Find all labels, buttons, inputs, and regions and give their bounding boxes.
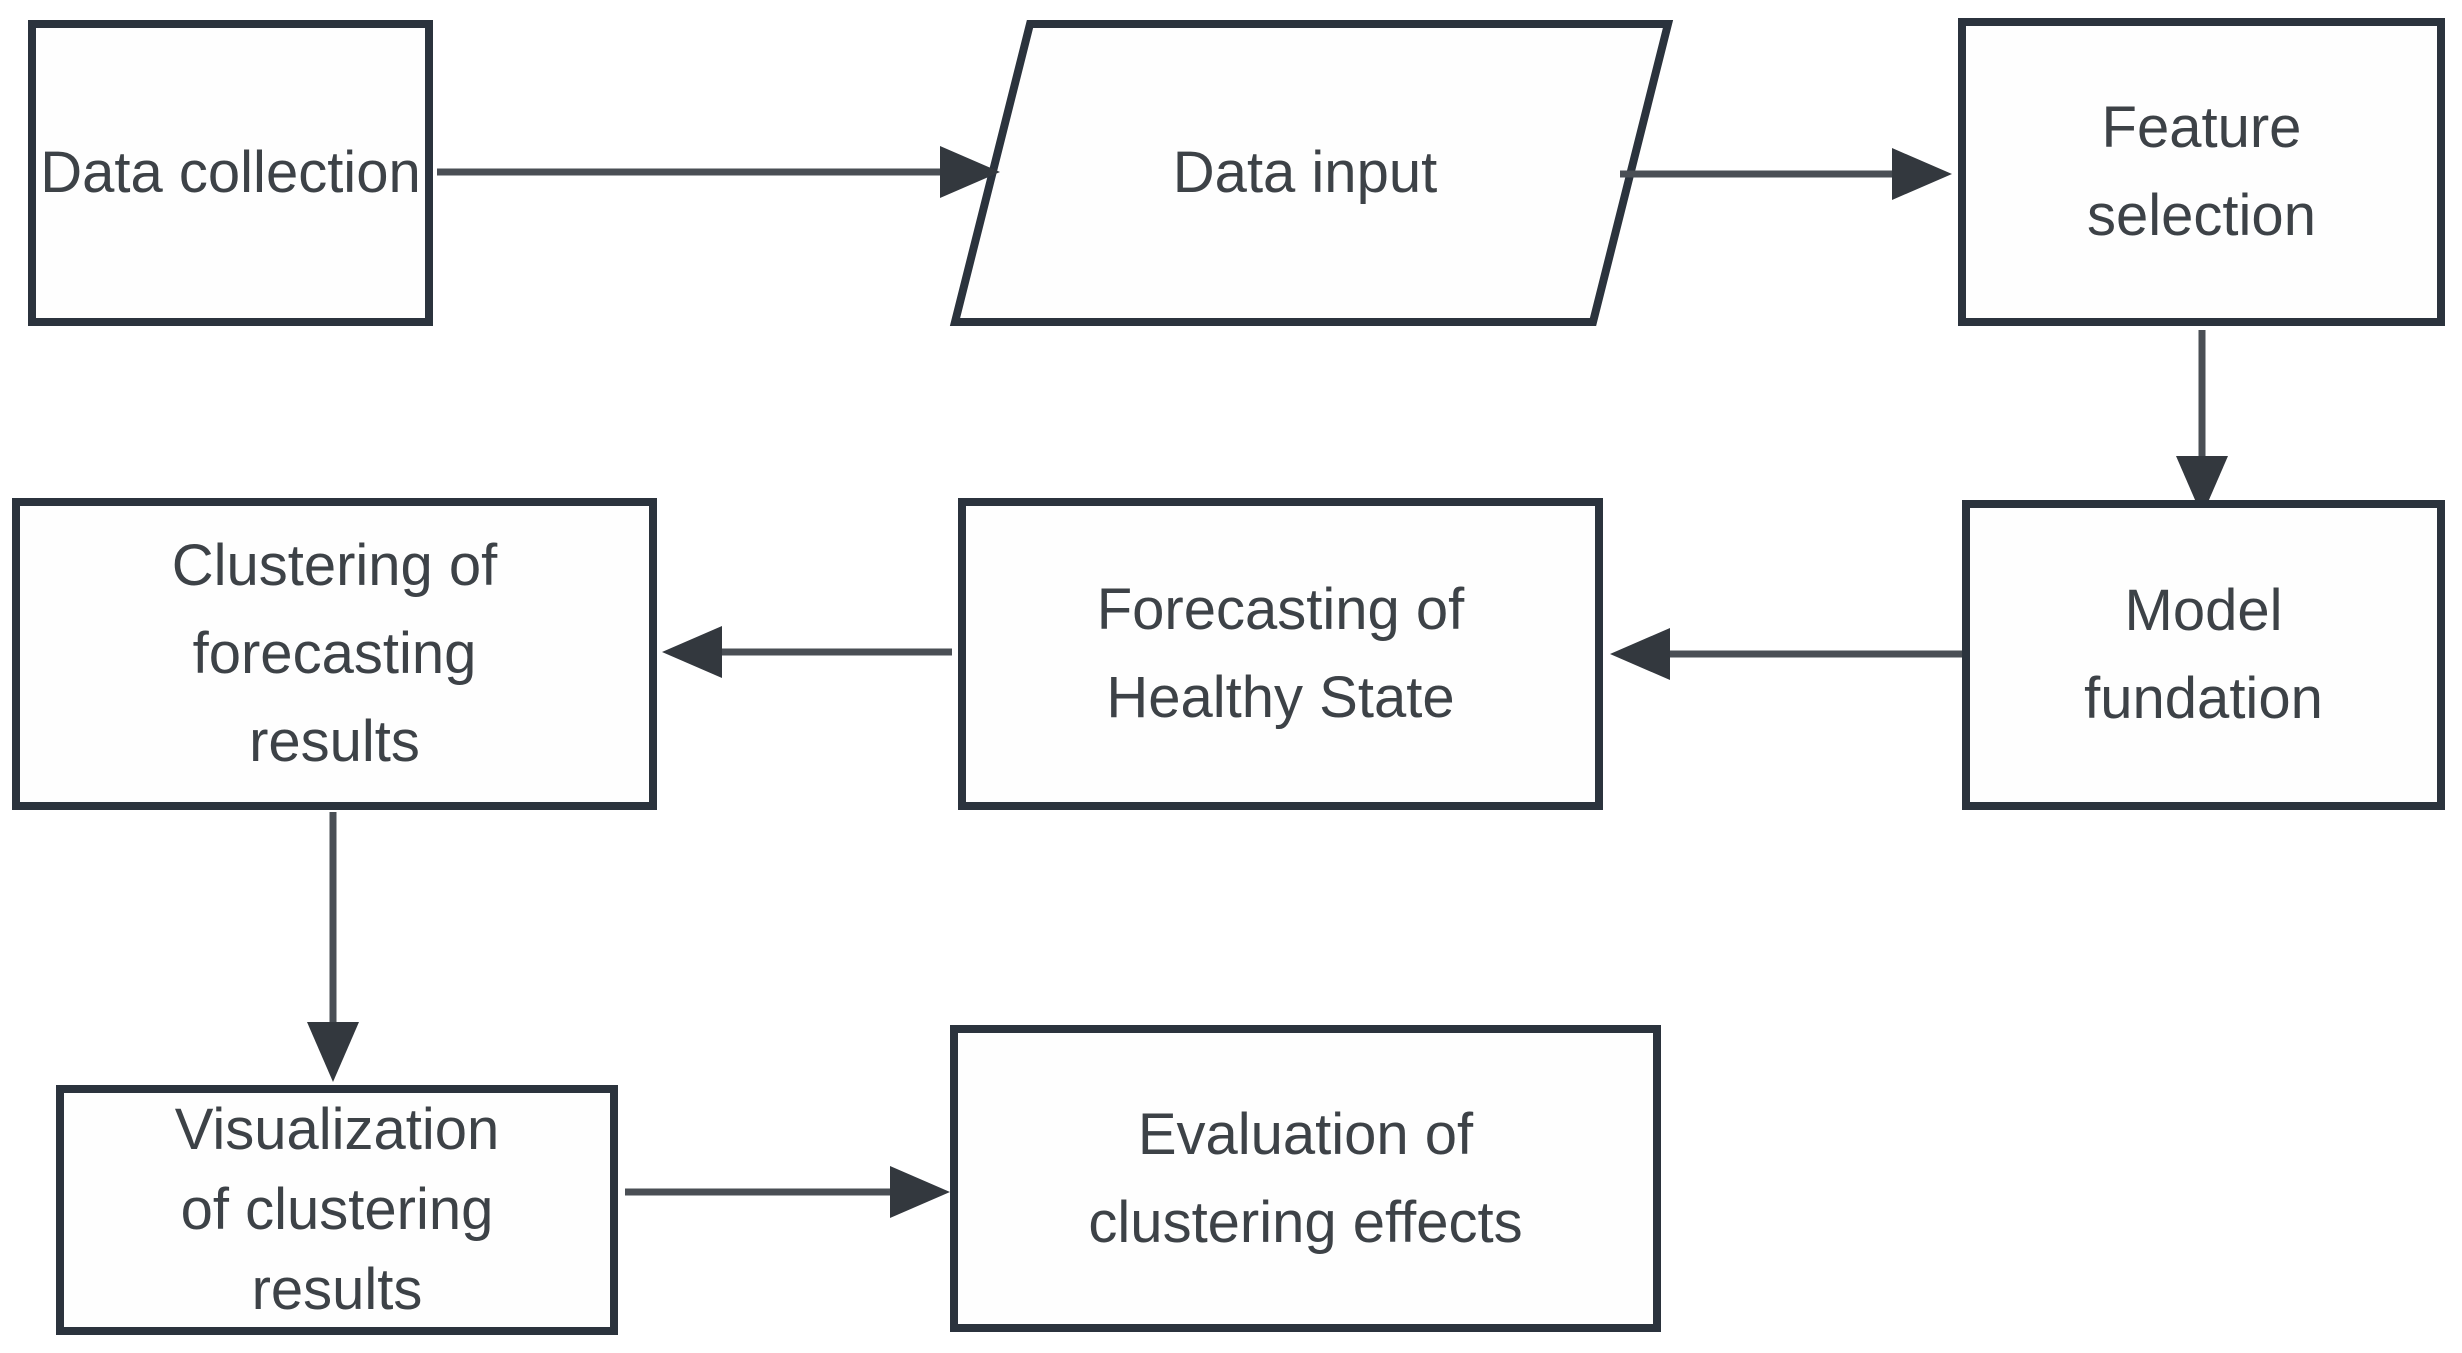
node-data-input-line: Data input (1172, 140, 1438, 205)
node-feature-selection-line: selection (2087, 183, 2316, 248)
node-data-collection-line: Data collection (40, 140, 421, 205)
arrowhead-left-icon (1610, 628, 1670, 680)
node-forecasting-line: Healthy State (1106, 665, 1455, 730)
node-forecasting-healthy-state-label: Forecasting of Healthy State (1097, 566, 1465, 742)
node-feature-selection-line: Feature (2101, 95, 2302, 160)
node-model-fundation-label: Model fundation (2084, 567, 2323, 743)
node-evaluation-line: Evaluation of (1137, 1101, 1474, 1167)
node-evaluation-clustering-effects-label: Evaluation of clustering effects (1088, 1091, 1522, 1267)
arrowhead-down-icon (307, 1022, 359, 1082)
node-evaluation-line: clustering effects (1088, 1189, 1523, 1255)
edge-data-collection-to-data-input (437, 146, 1000, 198)
node-visualization-clustering-results-label: Visualization of clustering results (175, 1090, 500, 1330)
node-visualization-line: Visualization (174, 1097, 500, 1162)
edge-data-input-to-feature-selection (1620, 148, 1952, 200)
node-model-fundation: Model fundation (1962, 500, 2445, 810)
node-evaluation-clustering-effects: Evaluation of clustering effects (950, 1025, 1661, 1332)
edge-visualization-to-evaluation (625, 1166, 950, 1218)
edge-feature-selection-to-model-fundation (2176, 330, 2228, 516)
node-clustering-line: forecasting (192, 621, 477, 686)
edge-forecasting-to-clustering (662, 626, 952, 678)
node-data-collection-label: Data collection (40, 129, 420, 217)
node-clustering-forecasting-results-label: Clustering of forecasting results (172, 522, 498, 786)
arrowhead-right-icon (940, 146, 1000, 198)
arrowhead-down-icon (2176, 456, 2228, 516)
node-data-input-label: Data input (1173, 129, 1437, 217)
node-model-fundation-line: Model (2124, 578, 2283, 643)
arrowhead-left-icon (662, 626, 722, 678)
node-feature-selection-label: Feature selection (2087, 84, 2316, 260)
arrowhead-right-icon (1892, 148, 1952, 200)
node-visualization-line: of clustering (180, 1177, 494, 1242)
node-model-fundation-line: fundation (2084, 666, 2323, 731)
node-clustering-forecasting-results: Clustering of forecasting results (12, 498, 657, 810)
node-visualization-clustering-results: Visualization of clustering results (56, 1085, 618, 1335)
data-input-parallelogram-shape (949, 20, 1674, 326)
node-clustering-line: Clustering of (171, 533, 498, 598)
node-forecasting-healthy-state: Forecasting of Healthy State (958, 498, 1603, 810)
node-data-input: Data input (1000, 20, 1610, 326)
node-feature-selection: Feature selection (1958, 18, 2445, 326)
arrowhead-right-icon (890, 1166, 950, 1218)
node-forecasting-line: Forecasting of (1096, 577, 1465, 642)
edge-model-fundation-to-forecasting (1610, 628, 1962, 680)
edge-clustering-to-visualization (307, 812, 359, 1082)
node-visualization-line: results (251, 1257, 423, 1322)
node-data-collection: Data collection (28, 20, 433, 326)
node-clustering-line: results (249, 709, 420, 774)
